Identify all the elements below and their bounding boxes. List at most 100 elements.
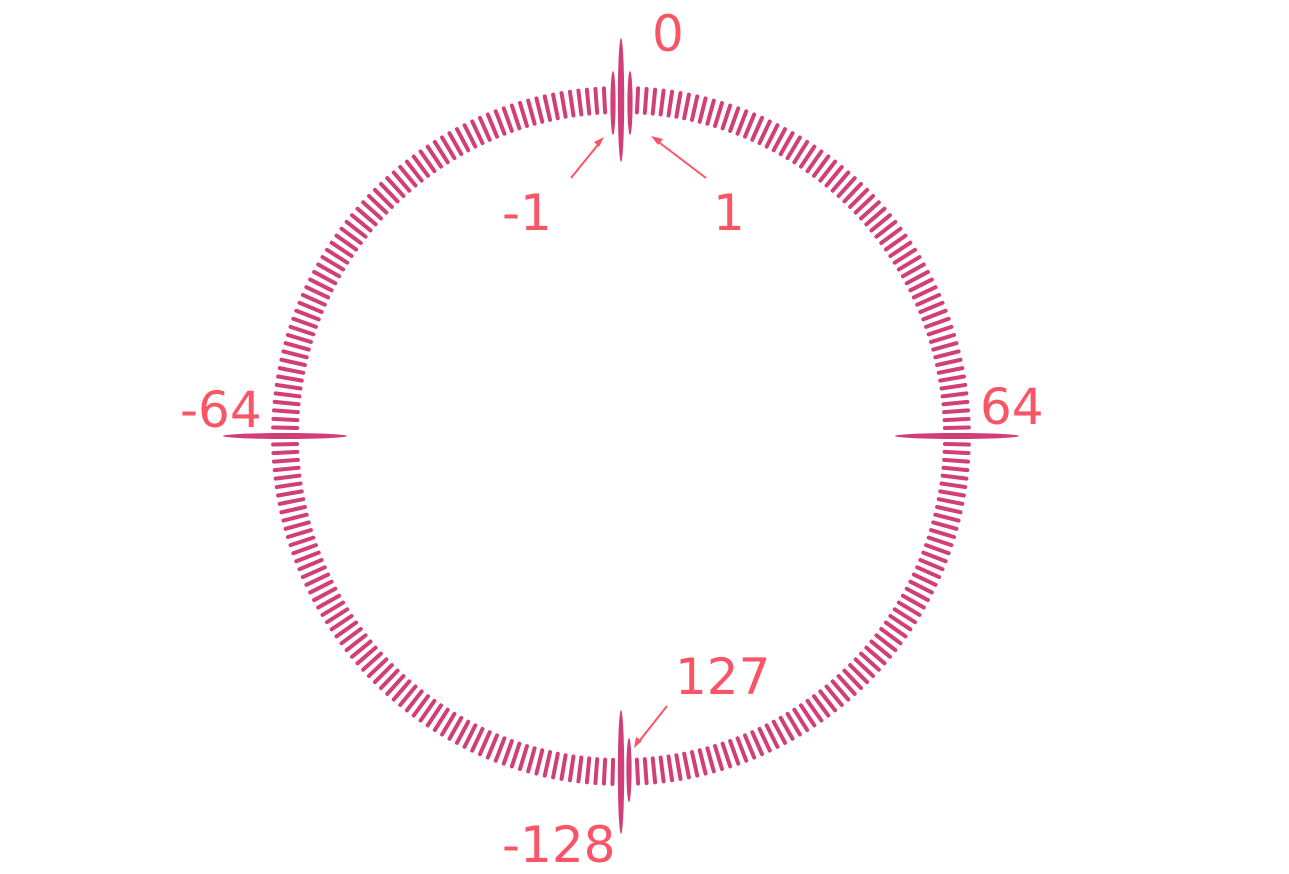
- ring-tick: [859, 200, 881, 221]
- ring-tick: [750, 730, 765, 757]
- ring-tick: [900, 262, 926, 279]
- ring-tick: [404, 689, 424, 713]
- ring-tick: [277, 497, 306, 506]
- ring-tick: [939, 481, 968, 490]
- ring-tick: [601, 757, 608, 786]
- pointer-lines: [570, 139, 707, 745]
- marker-sixty-four: [895, 433, 1019, 439]
- ring-tick: [853, 194, 876, 215]
- ring-tick: [764, 123, 780, 149]
- ring-tick: [339, 226, 363, 245]
- ring-tick: [634, 757, 641, 786]
- ring-tick: [933, 512, 961, 523]
- ring-tick: [778, 131, 795, 157]
- ring-tick: [329, 614, 354, 632]
- ring-tick: [824, 684, 844, 708]
- ring-tick: [842, 181, 863, 204]
- ring-tick: [344, 633, 368, 653]
- ring-tick: [924, 316, 951, 329]
- ring-tick: [593, 86, 600, 115]
- ring-tick: [830, 170, 851, 193]
- ring-tick: [324, 247, 350, 265]
- ring-tick: [477, 115, 492, 142]
- ring-tick: [697, 96, 708, 124]
- ring-tick: [509, 741, 522, 769]
- ring-tick: [281, 349, 309, 360]
- ring-tick: [904, 269, 930, 286]
- ring-tick: [610, 757, 616, 786]
- ring-tick: [493, 109, 507, 136]
- label-minus-one-twenty-eight: -128: [502, 816, 615, 874]
- ring-tick: [864, 645, 887, 666]
- label-zero: 0: [652, 5, 684, 63]
- ring-tick: [320, 600, 346, 617]
- ring-tick: [883, 233, 908, 252]
- ring-tick: [933, 349, 961, 360]
- ring-tick: [785, 711, 802, 737]
- ring-tick: [542, 94, 553, 122]
- ring-tick: [942, 457, 971, 464]
- ring-tick: [385, 176, 406, 198]
- ring-tick: [277, 366, 306, 375]
- ring-tick: [308, 277, 334, 293]
- ring-tick: [830, 679, 851, 702]
- ring-tick: [425, 144, 443, 169]
- ring-tick: [501, 739, 514, 766]
- ring-tick: [918, 557, 945, 572]
- marker-one: [627, 71, 633, 135]
- ring-tick: [785, 135, 802, 161]
- ring-tick: [666, 89, 675, 118]
- ring-tick: [300, 292, 327, 307]
- ring-tick: [601, 86, 608, 115]
- ring-tick: [904, 586, 930, 603]
- ring-tick: [454, 719, 471, 745]
- ring-tick: [361, 200, 383, 221]
- ring-tick: [281, 512, 309, 523]
- ring-tick: [288, 535, 316, 548]
- ring-tick: [941, 465, 970, 473]
- ring-tick: [379, 181, 400, 204]
- ring-tick: [462, 723, 478, 749]
- ring-tick: [273, 391, 302, 399]
- ring-tick: [940, 473, 969, 481]
- ring-tick: [742, 733, 757, 760]
- ring-tick: [720, 741, 733, 769]
- ring-tick: [274, 382, 303, 391]
- ring-tick: [924, 543, 951, 556]
- ring-tick: [316, 262, 342, 279]
- ring-tick: [818, 159, 838, 183]
- ring-tick: [271, 457, 300, 464]
- ring-tick: [304, 572, 331, 587]
- ring-tick: [697, 748, 708, 776]
- ring-tick: [941, 399, 970, 407]
- ring-tick: [771, 127, 788, 153]
- ring-tick: [361, 651, 383, 672]
- ring-tick: [848, 663, 870, 685]
- ring-tick: [942, 416, 971, 423]
- ring-tick: [713, 100, 725, 128]
- label-one-twenty-seven: 127: [675, 648, 770, 706]
- ring-tick: [929, 528, 957, 540]
- ring-tick: [391, 170, 412, 193]
- ring-tick: [517, 744, 529, 772]
- ring-tick: [705, 98, 716, 126]
- ring-tick: [283, 520, 311, 531]
- ring-tick: [778, 715, 795, 741]
- ring-tick: [425, 703, 443, 728]
- pointer-one: [655, 139, 707, 179]
- ring-tick: [320, 255, 346, 272]
- ring-tick: [750, 115, 765, 142]
- label-minus-one: -1: [502, 184, 552, 242]
- ring-tick: [888, 240, 913, 258]
- ring-tick: [312, 586, 338, 603]
- ring-tick: [896, 255, 922, 272]
- ring-tick: [911, 572, 938, 587]
- ring-tick: [869, 639, 893, 659]
- ring-tick: [658, 755, 666, 784]
- ring-tick: [576, 88, 584, 117]
- ring-tick: [411, 154, 430, 178]
- ring-tick: [454, 127, 471, 153]
- ring-tick: [869, 213, 893, 233]
- ring-tick: [926, 535, 954, 548]
- ring-tick: [874, 633, 898, 653]
